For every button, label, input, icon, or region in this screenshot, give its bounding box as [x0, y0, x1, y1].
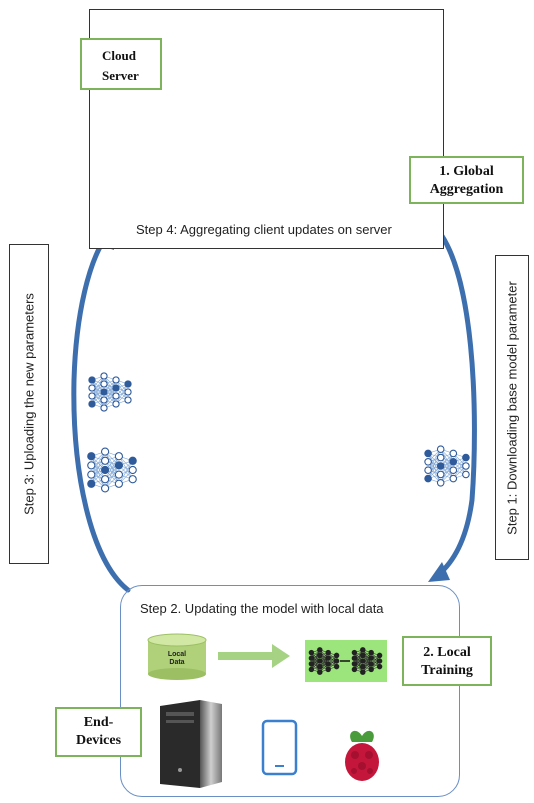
cloud-label-line1: Cloud — [102, 48, 136, 63]
end-devices-label: End- Devices — [55, 707, 142, 757]
database-label-line2: Data — [169, 659, 185, 666]
end-label-line2: Devices — [75, 733, 122, 748]
download-arrow — [427, 219, 477, 578]
end-label-line1: End- — [83, 715, 114, 730]
database-label-line1: Local — [167, 651, 187, 658]
neural-network-icon — [87, 447, 137, 493]
neural-network-icon — [424, 445, 470, 487]
global-aggregation-label: 1. Global Aggregation — [409, 156, 524, 204]
training-arrow — [218, 644, 290, 668]
download-arrowhead — [428, 562, 450, 582]
database-icon — [147, 633, 207, 680]
step3-caption: Step 3: Uploading the new parameters — [21, 293, 37, 515]
upload-arrow — [71, 237, 131, 593]
cloud-server-label: Cloud Server — [80, 38, 162, 90]
local-label-line1: 2. Local — [423, 645, 471, 660]
step1-caption: Step 1: Downloading base model parameter — [504, 280, 520, 535]
step3-box: Step 3: Uploading the new parameters — [9, 244, 49, 564]
global-label-line2: Aggregation — [429, 182, 504, 197]
step2-caption: Step 2. Updating the model with local da… — [140, 601, 384, 616]
smartphone-icon — [261, 719, 298, 776]
desktop-tower-icon — [160, 700, 222, 788]
database-label: Local Data — [150, 651, 204, 667]
step4-caption: Step 4: Aggregating client updates on se… — [136, 222, 392, 237]
end-devices-box — [120, 585, 460, 797]
raspberry-pi-icon — [345, 730, 379, 781]
neural-network-icon — [88, 372, 132, 412]
local-label-line2: Training — [421, 663, 473, 678]
local-training-label: 2. Local Training — [402, 636, 492, 686]
neural-network-icon — [351, 647, 383, 675]
global-label-line1: 1. Global — [439, 164, 494, 179]
cloud-label-line2: Server — [102, 68, 139, 83]
neural-network-icon — [308, 647, 340, 675]
step1-box: Step 1: Downloading base model parameter — [495, 255, 529, 560]
